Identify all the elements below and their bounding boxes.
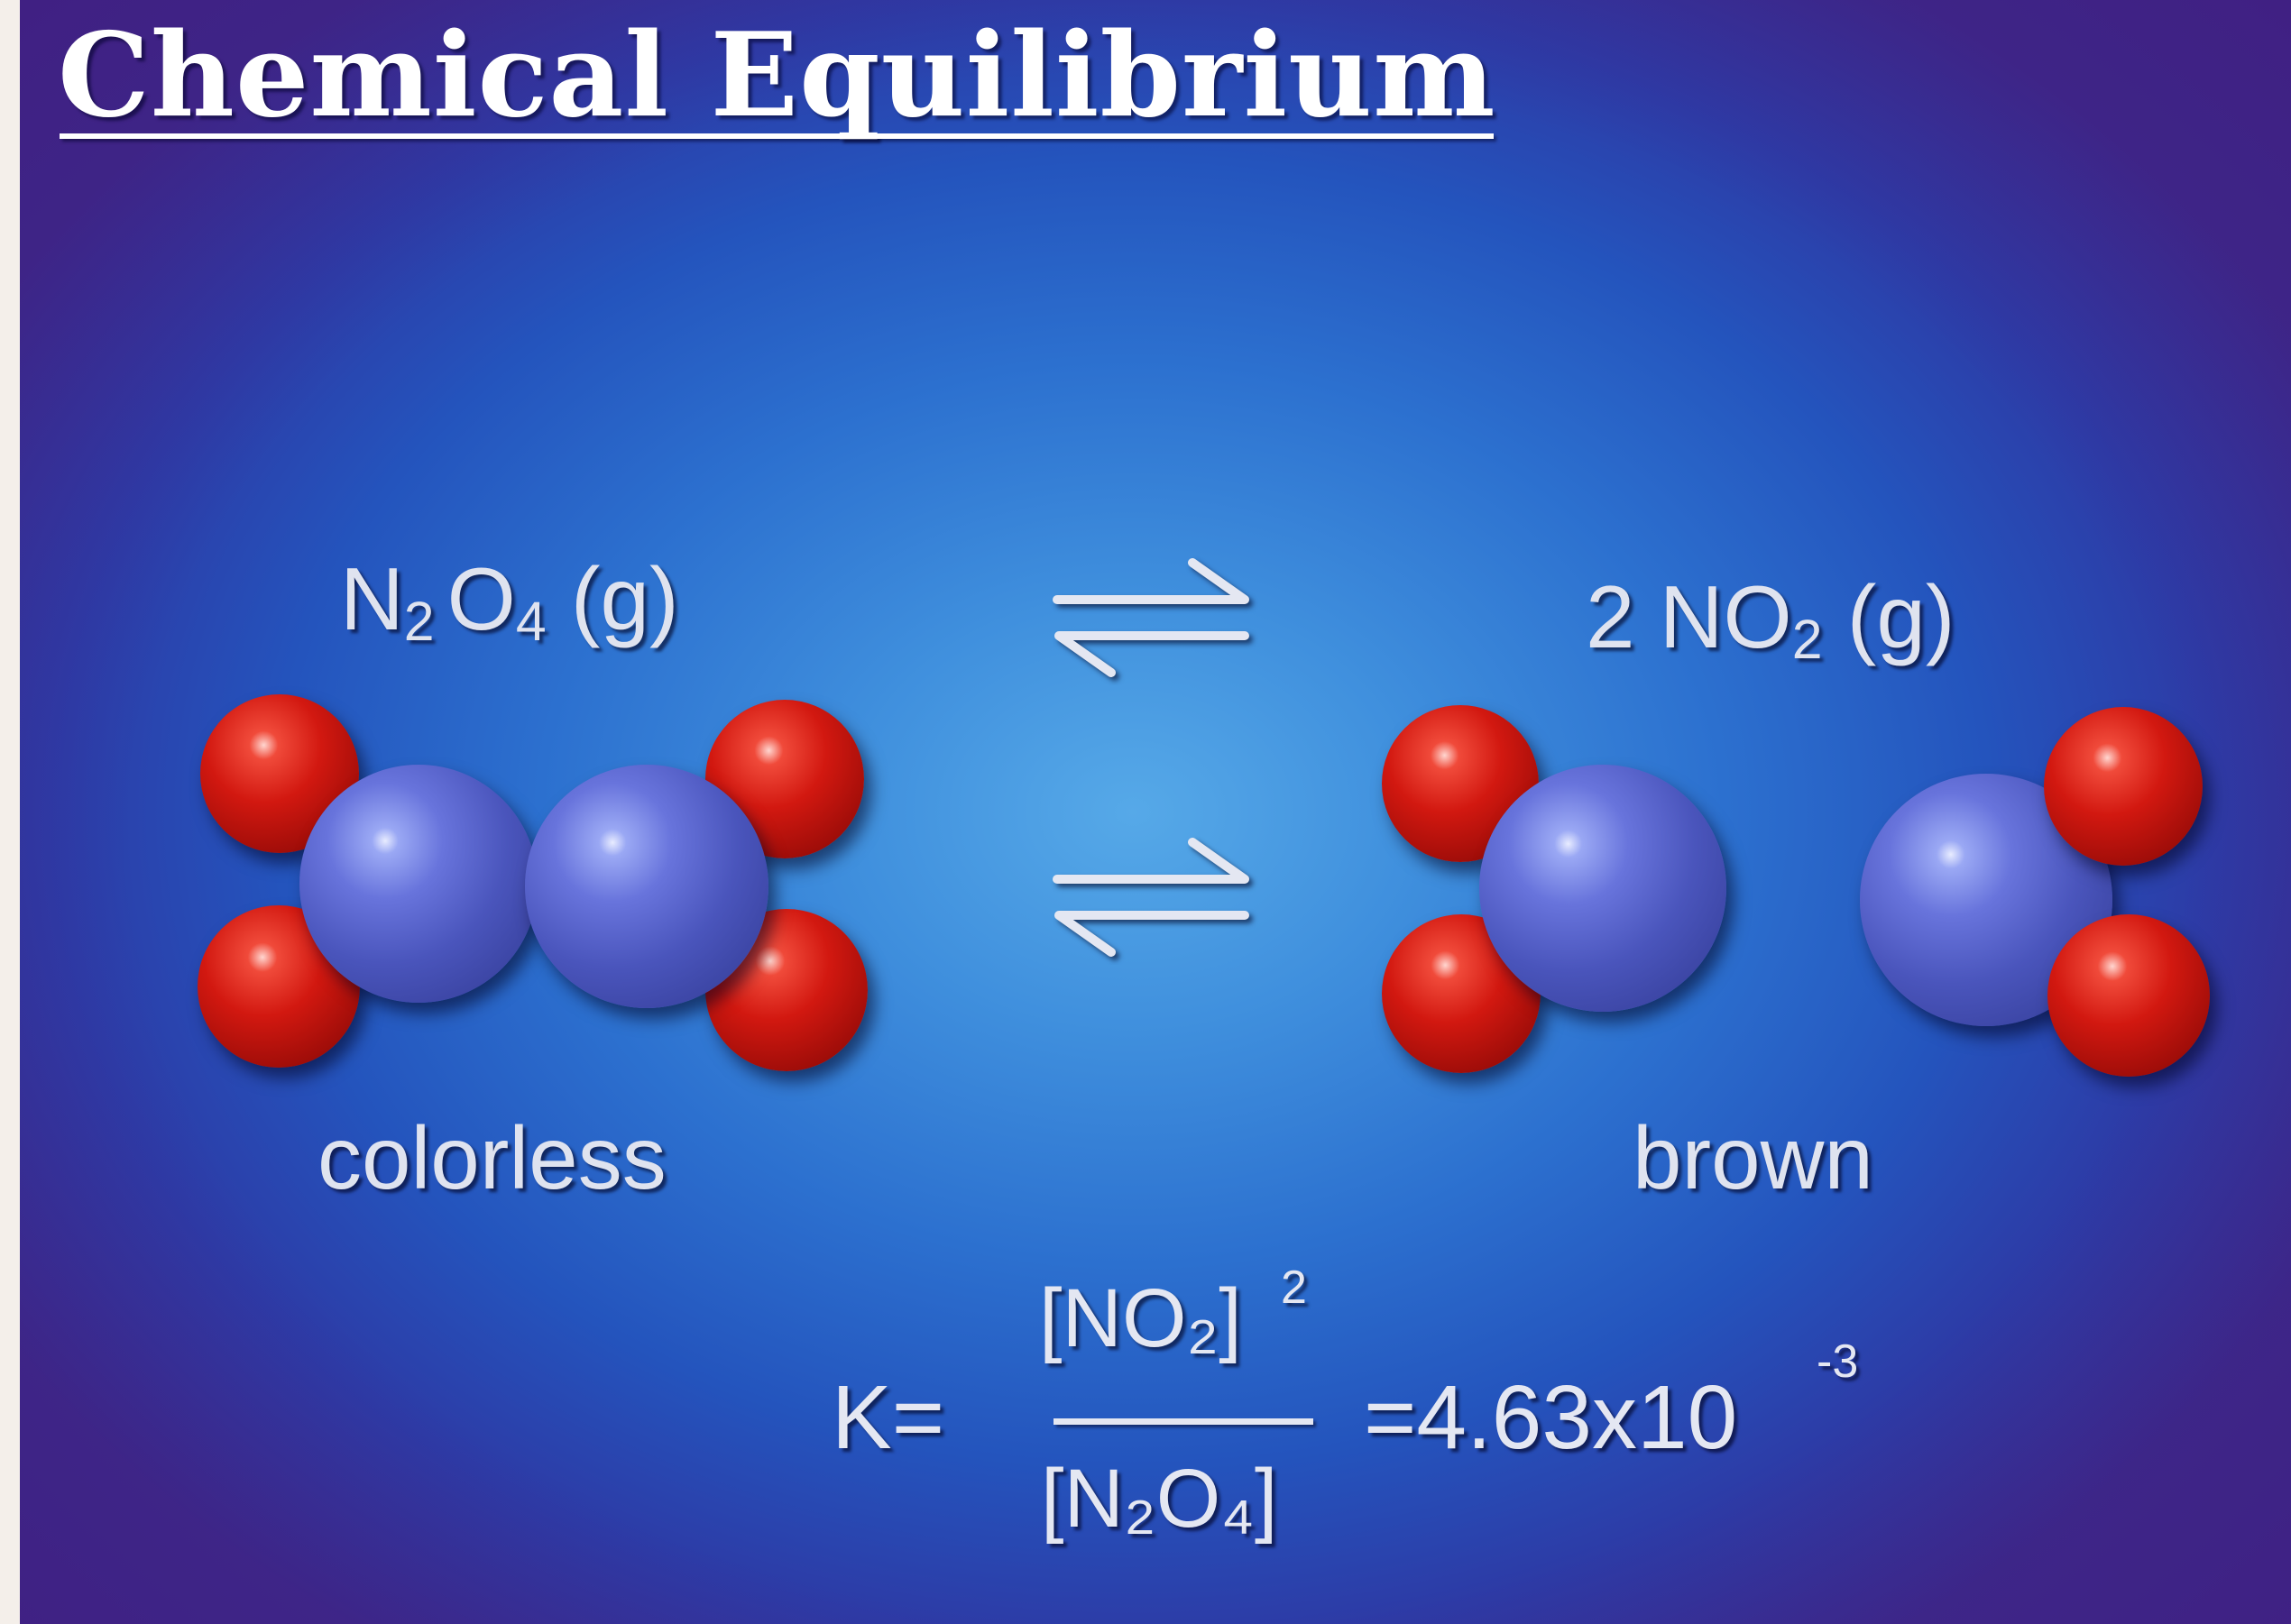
- equilibrium-arrow-icon-2: [1053, 838, 1249, 957]
- product-formula-state: (g): [1822, 567, 1955, 666]
- reactant-formula-n: N: [340, 549, 404, 648]
- reactant-formula-state: (g): [546, 549, 679, 648]
- k-result: =4.63x10: [1364, 1367, 1738, 1468]
- equilibrium-arrow-icon: [1053, 558, 1249, 677]
- nitrogen-atom: [525, 765, 768, 1008]
- k-denominator: [N₂O₄]: [1041, 1453, 1278, 1545]
- k-label: K=: [832, 1367, 945, 1468]
- oxygen-atom: [2044, 707, 2203, 866]
- nitrogen-atom: [1479, 765, 1726, 1012]
- equilibrium-constant-expression: K= [NO₂] 2 [N₂O₄] =4.63x10 -3: [20, 0, 2291, 1624]
- product-color-label: brown: [1633, 1108, 1873, 1207]
- product-formula-main: 2 NO: [1586, 567, 1792, 666]
- reactant-formula-sub2: 4: [515, 591, 547, 653]
- oxygen-atom: [2047, 914, 2210, 1077]
- page-title: Chemical Equilibrium: [58, 8, 1496, 143]
- k-result-exponent: -3: [1817, 1335, 1859, 1388]
- fraction-bar: [1053, 1418, 1313, 1425]
- k-numerator-exponent: 2: [1281, 1262, 1307, 1314]
- reactant-formula-o: O: [446, 549, 516, 648]
- reactant-formula-sub1: 2: [403, 591, 435, 653]
- title-underline: [60, 133, 1494, 139]
- product-formula-sub: 2: [1791, 609, 1823, 671]
- nitrogen-atom: [299, 765, 538, 1003]
- product-formula: 2 NO2 (g): [1586, 566, 1955, 671]
- reactant-color-label: colorless: [317, 1108, 667, 1207]
- k-numerator: [NO₂]: [1039, 1272, 1242, 1364]
